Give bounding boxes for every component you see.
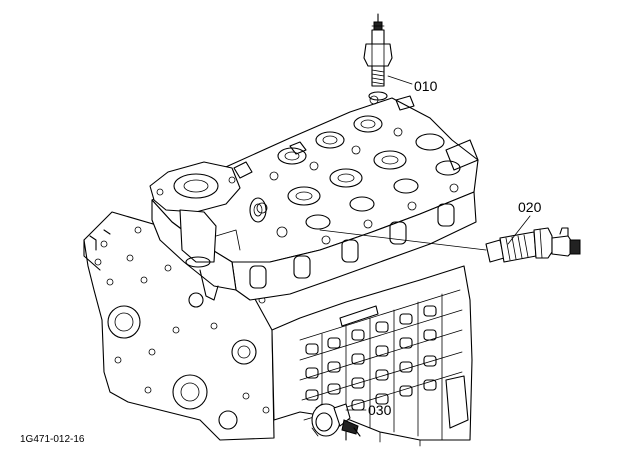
part-030-sensor: [311, 403, 361, 441]
leader-lines: [319, 75, 531, 411]
callout-010: 010: [414, 78, 438, 94]
part-010-sensor: [363, 13, 393, 101]
part-020-sensor: [485, 227, 581, 263]
figure-id: 1G471-012-16: [20, 434, 85, 445]
callout-030: 030: [368, 402, 392, 418]
callout-020: 020: [518, 199, 542, 215]
cylinder-head: [149, 95, 479, 301]
